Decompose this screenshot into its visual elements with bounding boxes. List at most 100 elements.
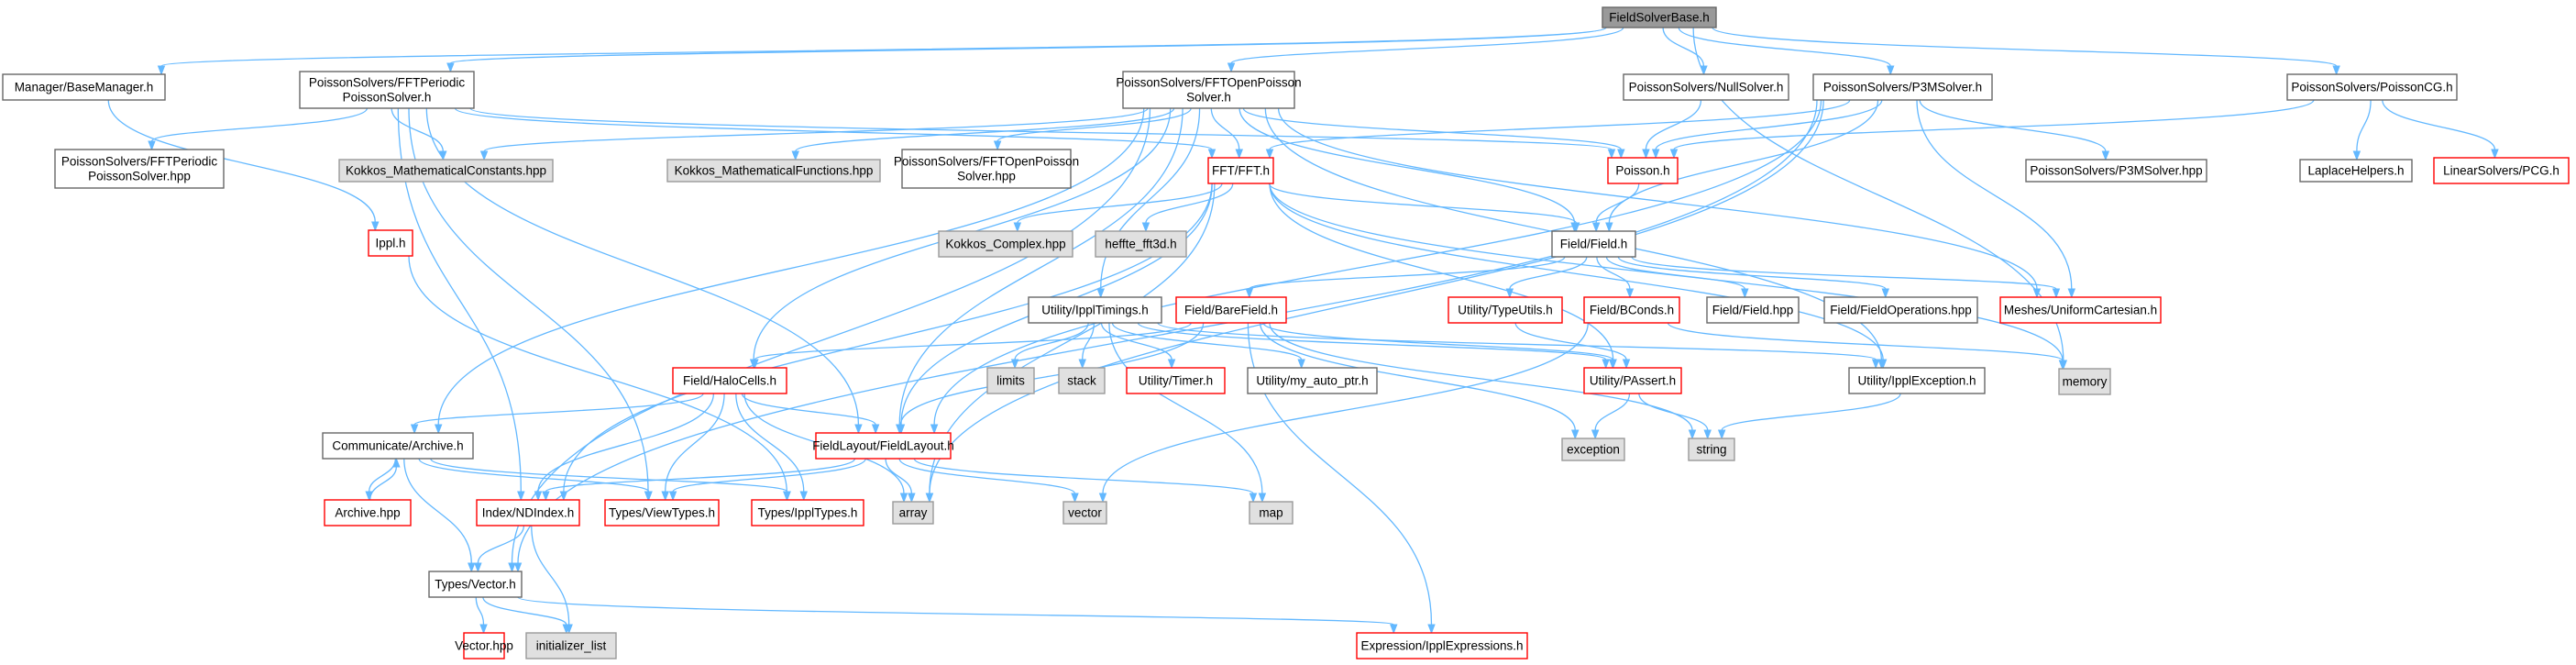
edge-barefield-to-exception bbox=[1259, 322, 1580, 440]
node-label: LinearSolvers/PCG.h bbox=[2443, 164, 2559, 178]
edge-fieldlayout-to-map bbox=[913, 458, 1258, 504]
edge-ffth-to-passert bbox=[1269, 183, 1617, 370]
node-box bbox=[1551, 230, 1636, 258]
node-box bbox=[672, 367, 787, 394]
node-archivehpp[interactable]: Archive.hpp bbox=[324, 499, 412, 526]
edge-field-to-bconds bbox=[1596, 256, 1635, 299]
node-box bbox=[751, 499, 864, 526]
node-archive[interactable]: Communicate/Archive.h bbox=[322, 432, 474, 460]
node-box bbox=[1561, 438, 1625, 461]
node-barefield[interactable]: Field/BareField.h bbox=[1175, 296, 1287, 324]
node-fieldops[interactable]: Field/FieldOperations.hpp bbox=[1823, 296, 1978, 324]
node-bconds[interactable]: Field/BConds.h bbox=[1583, 296, 1680, 324]
edge-halo-to-iptypes bbox=[735, 393, 808, 502]
node-ippl[interactable]: Ippl.h bbox=[368, 229, 413, 257]
node-label: Solver.h bbox=[1186, 91, 1231, 105]
node-ipplexc[interactable]: Utility/IpplException.h bbox=[1848, 367, 1986, 394]
node-map: map bbox=[1249, 501, 1294, 525]
node-root[interactable]: FieldSolverBase.h bbox=[1602, 6, 1717, 28]
node-box bbox=[815, 432, 952, 460]
node-label: Vector.hpp bbox=[455, 639, 513, 653]
edge-timings-to-passert bbox=[1137, 322, 1610, 370]
node-p3mhpp[interactable]: PoissonSolvers/P3MSolver.hpp bbox=[2025, 159, 2207, 183]
node-poissoncg[interactable]: PoissonSolvers/PoissonCG.h bbox=[2286, 73, 2458, 101]
edge-archive-to-viewtypes bbox=[418, 458, 653, 502]
node-box bbox=[368, 229, 413, 257]
node-typeutils[interactable]: Utility/TypeUtils.h bbox=[1448, 296, 1563, 324]
edge-poissoncg-to-pcg bbox=[2382, 99, 2499, 160]
node-ffth[interactable]: FFT/FFT.h bbox=[1207, 157, 1274, 184]
node-box bbox=[1028, 296, 1162, 324]
node-ndindex[interactable]: Index/NDIndex.h bbox=[476, 499, 580, 526]
node-stack: stack bbox=[1058, 367, 1106, 394]
node-timer[interactable]: Utility/Timer.h bbox=[1126, 367, 1226, 394]
node-box bbox=[1122, 71, 1295, 109]
node-basemgr[interactable]: Manager/BaseManager.h bbox=[2, 73, 166, 101]
edge-nullsolver-to-poissonh bbox=[1642, 99, 1702, 160]
edge-halo-to-ndindex bbox=[534, 393, 715, 502]
node-fieldhpp[interactable]: Field/Field.hpp bbox=[1706, 296, 1800, 324]
edge-poissoncg-to-poissonh bbox=[1669, 99, 2315, 160]
node-box bbox=[604, 499, 720, 526]
node-box bbox=[1095, 230, 1187, 258]
node-pcg[interactable]: LinearSolvers/PCG.h bbox=[2433, 157, 2570, 184]
node-timings[interactable]: Utility/IpplTimings.h bbox=[1028, 296, 1162, 324]
node-label: Utility/IpplException.h bbox=[1857, 374, 1976, 388]
node-fftper[interactable]: PoissonSolvers/FFTPeriodicPoissonSolver.… bbox=[299, 71, 475, 109]
edge-archive-to-archivehpp bbox=[365, 458, 397, 502]
node-box bbox=[1247, 367, 1378, 394]
edge-timings-to-map bbox=[1108, 322, 1267, 504]
node-fieldlayout[interactable]: FieldLayout/FieldLayout.h bbox=[812, 432, 954, 460]
node-box bbox=[324, 499, 412, 526]
node-label: Meshes/UniformCartesian.h bbox=[2004, 304, 2157, 317]
node-label: Types/IpplTypes.h bbox=[758, 506, 858, 520]
node-label: Field/BareField.h bbox=[1184, 304, 1278, 317]
node-vec[interactable]: Types/Vector.h bbox=[428, 571, 523, 598]
node-box bbox=[428, 571, 523, 598]
node-kcomplex: Kokkos_Complex.hpp bbox=[938, 230, 1073, 258]
node-nullsolver[interactable]: PoissonSolvers/NullSolver.h bbox=[1623, 73, 1789, 101]
edges-layer bbox=[107, 27, 2499, 635]
edge-ipplexc-to-string bbox=[1717, 393, 1901, 440]
node-fftperhpp[interactable]: PoissonSolvers/FFTPeriodicPoissonSolver.… bbox=[54, 149, 225, 189]
edge-vec-to-expr bbox=[517, 596, 1398, 635]
node-laplace[interactable]: LaplaceHelpers.h bbox=[2299, 159, 2413, 183]
node-array: array bbox=[892, 501, 934, 525]
node-label: initializer_list bbox=[536, 639, 607, 653]
node-iptypes[interactable]: Types/IpplTypes.h bbox=[751, 499, 864, 526]
edge-timings-to-limits bbox=[1010, 322, 1089, 370]
node-label: exception bbox=[1567, 443, 1620, 457]
node-box bbox=[1062, 501, 1107, 525]
node-box bbox=[1126, 367, 1226, 394]
node-exception: exception bbox=[1561, 438, 1625, 461]
node-label: Manager/BaseManager.h bbox=[15, 81, 154, 94]
edge-barefield-to-passert bbox=[1262, 322, 1617, 370]
edge-bconds-to-vector bbox=[1098, 322, 1589, 504]
node-box bbox=[2025, 159, 2207, 183]
edge-p3m-to-poissonh bbox=[1651, 99, 1883, 160]
node-passert[interactable]: Utility/PAssert.h bbox=[1583, 367, 1682, 394]
node-poissonh[interactable]: Poisson.h bbox=[1607, 157, 1679, 184]
edge-fieldlayout-to-ndindex bbox=[542, 458, 856, 502]
node-label: PoissonSolvers/FFTPeriodic bbox=[309, 76, 466, 90]
node-label: stack bbox=[1067, 374, 1096, 388]
node-autoptr[interactable]: Utility/my_auto_ptr.h bbox=[1247, 367, 1378, 394]
node-viewtypes[interactable]: Types/ViewTypes.h bbox=[604, 499, 720, 526]
node-field[interactable]: Field/Field.h bbox=[1551, 230, 1636, 258]
node-label: Kokkos_MathematicalFunctions.hpp bbox=[675, 164, 874, 178]
node-label: Expression/IpplExpressions.h bbox=[1360, 639, 1523, 653]
node-vechpp[interactable]: Vector.hpp bbox=[455, 632, 513, 659]
node-halo[interactable]: Field/HaloCells.h bbox=[672, 367, 787, 394]
node-label: limits bbox=[996, 374, 1025, 388]
node-expr[interactable]: Expression/IpplExpressions.h bbox=[1356, 632, 1528, 659]
edge-typeutils-to-passert bbox=[1514, 322, 1631, 370]
node-kmathfunc: Kokkos_MathematicalFunctions.hpp bbox=[666, 159, 881, 183]
node-label: Utility/my_auto_ptr.h bbox=[1256, 374, 1368, 388]
node-label: PoissonSolver.hpp bbox=[88, 170, 191, 183]
node-uniform[interactable]: Meshes/UniformCartesian.h bbox=[1999, 296, 2162, 324]
node-p3m[interactable]: PoissonSolvers/P3MSolver.h bbox=[1812, 73, 1993, 101]
node-box bbox=[1812, 73, 1993, 101]
